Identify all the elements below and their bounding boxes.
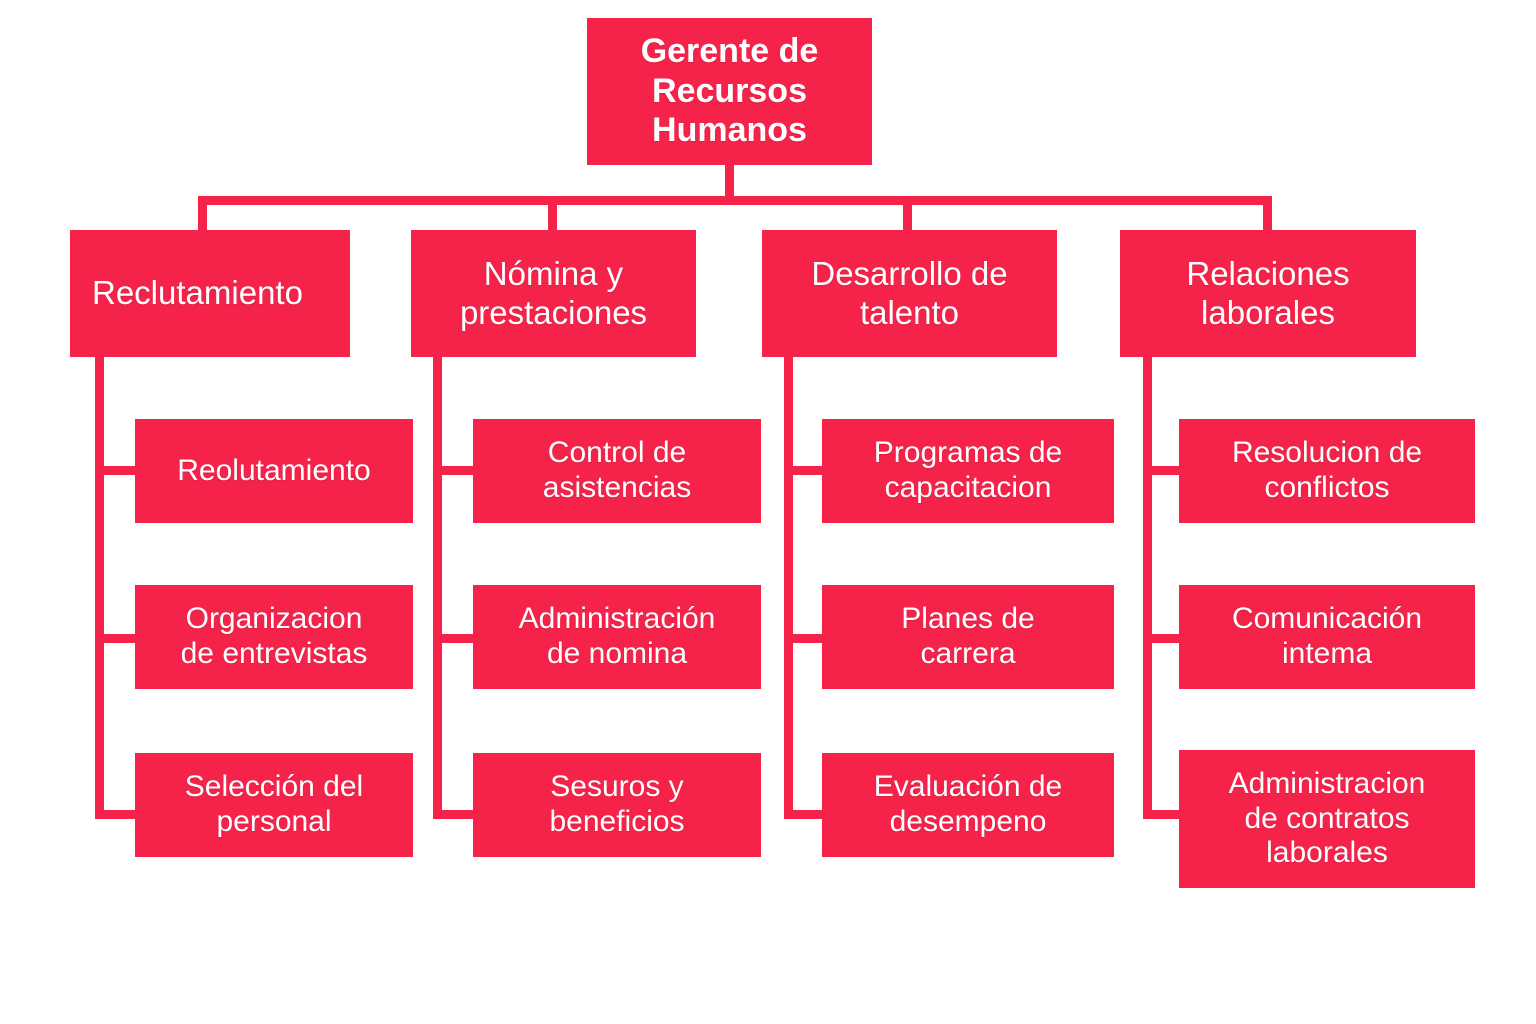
node-leaf-1-3[interactable]: Selección del personal [135,753,413,857]
node-leaf-1-2-label: Organizacion de entrevistas [180,602,368,670]
connector-branch-drop-2 [548,196,557,232]
connector-stub-3-1 [784,466,826,475]
node-leaf-3-3-label: Evaluación de desempeno [873,770,1063,838]
node-branch-2[interactable]: Nómina y prestaciones [411,230,696,357]
node-branch-3[interactable]: Desarrollo de talento [762,230,1057,357]
node-leaf-3-2[interactable]: Planes de carrera [822,585,1114,689]
node-leaf-2-2-label: Administración de nomina [518,602,716,670]
node-branch-1[interactable]: Reclutamiento [70,230,350,357]
connector-stub-2-1 [433,466,475,475]
node-leaf-3-1[interactable]: Programas de capacitacion [822,419,1114,523]
node-root-label: Gerente de Recursos Humanos [640,32,819,150]
connector-branch-drop-4 [1263,196,1272,232]
node-leaf-2-1-label: Control de asistencias [542,436,692,504]
connector-stub-4-1 [1143,466,1185,475]
node-leaf-2-2[interactable]: Administración de nomina [473,585,761,689]
node-leaf-1-2[interactable]: Organizacion de entrevistas [135,585,413,689]
node-branch-3-label: Desarrollo de talento [811,255,1008,331]
node-leaf-2-3[interactable]: Sesuros y beneficios [473,753,761,857]
node-leaf-4-1[interactable]: Resolucion de conflictos [1179,419,1475,523]
connector-branch-drop-1 [198,196,207,232]
connector-rail-4 [1143,357,1152,819]
connector-horizontal-bus [198,196,1272,205]
node-leaf-2-3-label: Sesuros y beneficios [549,770,685,838]
node-branch-4-label: Relaciones laborales [1186,255,1350,331]
connector-rail-1 [95,357,104,819]
connector-stub-3-2 [784,634,826,643]
node-leaf-4-1-label: Resolucion de conflictos [1231,436,1423,504]
node-leaf-4-3-label: Administracion de contratos laborales [1228,766,1426,870]
connector-stub-4-2 [1143,634,1185,643]
connector-rail-3 [784,357,793,819]
node-branch-4[interactable]: Relaciones laborales [1120,230,1416,357]
connector-stub-4-3 [1143,810,1185,819]
node-leaf-3-2-label: Planes de carrera [901,602,1035,670]
connector-stub-3-3 [784,810,826,819]
connector-stub-2-3 [433,810,475,819]
node-leaf-2-1[interactable]: Control de asistencias [473,419,761,523]
node-leaf-1-1-label: Reolutamiento [177,453,371,487]
connector-stub-1-3 [95,810,137,819]
node-root[interactable]: Gerente de Recursos Humanos [587,18,872,165]
connector-root-drop [725,165,734,198]
node-leaf-3-3[interactable]: Evaluación de desempeno [822,753,1114,857]
node-branch-1-label: Reclutamiento [92,274,303,312]
connector-stub-2-2 [433,634,475,643]
node-leaf-1-3-label: Selección del personal [184,770,364,838]
node-branch-2-label: Nómina y prestaciones [459,255,648,331]
node-leaf-1-1[interactable]: Reolutamiento [135,419,413,523]
node-leaf-4-3[interactable]: Administracion de contratos laborales [1179,750,1475,888]
connector-stub-1-2 [95,634,137,643]
connector-stub-1-1 [95,466,137,475]
node-leaf-4-2-label: Comunicación intema [1231,602,1423,670]
connector-branch-drop-3 [903,196,912,232]
node-leaf-4-2[interactable]: Comunicación intema [1179,585,1475,689]
connector-rail-2 [433,357,442,819]
node-leaf-3-1-label: Programas de capacitacion [873,436,1063,504]
